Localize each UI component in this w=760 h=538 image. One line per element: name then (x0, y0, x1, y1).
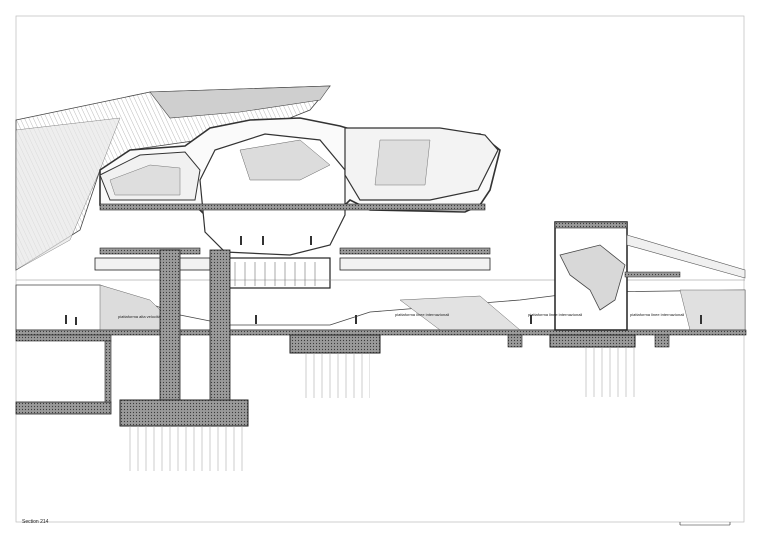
drawing-title: Section 214 (22, 519, 49, 525)
human-figures (65, 236, 702, 325)
right-tower (554, 221, 746, 331)
platform-label-4: piattaforma linee internazionali (630, 312, 684, 317)
floor-slabs (94, 203, 491, 289)
scale-bar (679, 522, 731, 526)
platform-label-1: piattaforma alta velocità (118, 314, 161, 319)
upper-concourse (99, 117, 501, 256)
roof-canopy (15, 85, 331, 271)
platform-label-3: piattaforma linee internazionali (528, 312, 582, 317)
foundations (15, 249, 670, 471)
platform-label-2: piattaforma linee internazionali (395, 312, 449, 317)
platform-level (15, 279, 747, 336)
